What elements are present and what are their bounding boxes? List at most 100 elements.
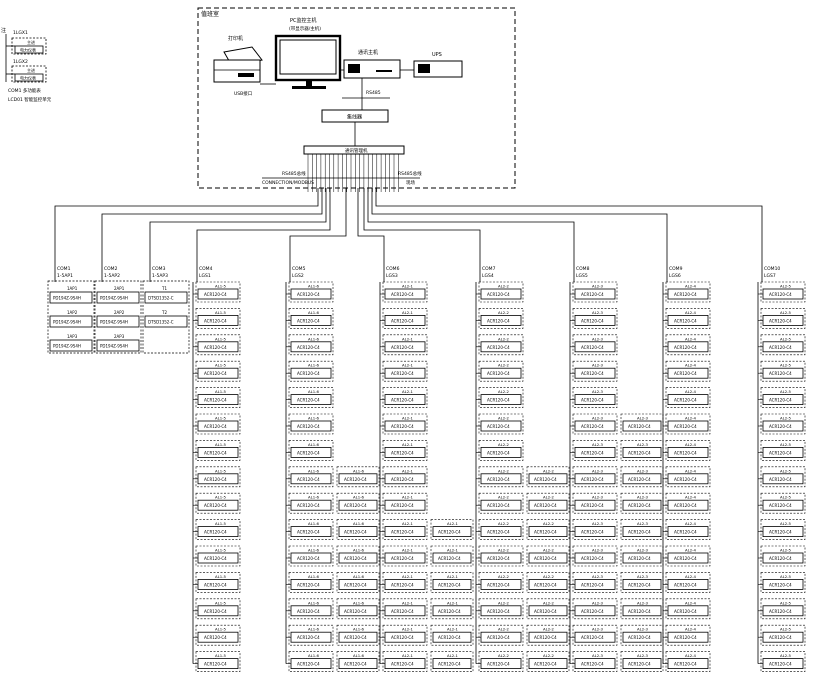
node-sub-label: AL2-2 (543, 600, 554, 605)
node-sub-label: AL2-5 (780, 363, 791, 368)
node-model: ACR120-C4 (581, 582, 604, 587)
node-sub-label: AL2-5 (780, 653, 791, 658)
meter-box (144, 291, 188, 304)
node-model: ACR120-C4 (769, 503, 792, 508)
node-sub-label: AL1-5 (215, 548, 226, 553)
node-model: ACR120-C4 (674, 292, 697, 297)
bus-route (357, 188, 385, 282)
node-model: ACR120-C4 (534, 662, 557, 667)
node-frame (288, 545, 334, 567)
node-sub-label: AL2-4 (685, 336, 696, 341)
node-frame (760, 598, 806, 620)
node-model: ACR120-C4 (204, 530, 227, 535)
node-model: ACR120-C4 (769, 398, 792, 403)
node-sub-label: AL2-4 (685, 495, 696, 500)
node-frame (572, 624, 618, 646)
node-frame (430, 545, 474, 567)
node-sub-label: AL2-3 (637, 548, 648, 553)
node-frame (195, 308, 241, 329)
node-frame (430, 598, 474, 620)
node-model: ACR120-C4 (581, 450, 604, 455)
pc-sub-label: (带显示器/主机) (289, 25, 321, 32)
node-frame (195, 624, 241, 646)
bus-route (371, 188, 668, 282)
bus-route (289, 188, 347, 282)
node-model: ACR120-C4 (391, 424, 414, 429)
node-sub-label: AL1-6 (308, 521, 319, 526)
node-frame (288, 334, 334, 356)
node-model: ACR120-C4 (204, 556, 227, 561)
column-head: LGS2 (292, 273, 304, 279)
node-frame (288, 308, 334, 329)
node-model: ACR120-C4 (297, 530, 320, 535)
node-frame (665, 308, 711, 329)
node-frame (665, 492, 711, 514)
node-sub-label: AL2-2 (498, 495, 509, 500)
node-frame (336, 466, 380, 488)
node-sub-label: AL1-6 (308, 468, 319, 473)
node-model: ACR120-C4 (534, 609, 557, 614)
node-sub-label: AL1-6 (308, 627, 319, 632)
node-model: ACR120-C4 (674, 503, 697, 508)
node-box (432, 631, 472, 643)
node-model: ACR120-C4 (769, 609, 792, 614)
node-sub-label: AL2-5 (780, 548, 791, 553)
converter-box (303, 145, 405, 155)
comm-host-icon (343, 59, 401, 79)
node-frame (526, 624, 570, 646)
meter-model: PD194Z-9S4H (100, 296, 128, 301)
node-model: ACR120-C4 (297, 292, 320, 297)
meter-tag: T2 (161, 310, 167, 315)
node-sub-label: AL1-6 (353, 574, 364, 579)
node-frame (760, 545, 806, 567)
node-sub-label: AL2-2 (498, 442, 509, 447)
node-frame (336, 519, 380, 540)
node-model: ACR120-C4 (581, 371, 604, 376)
node-sub-label: AL2-3 (592, 416, 603, 421)
node-box (338, 579, 378, 590)
bus-label: RS485 (366, 90, 381, 96)
node-model: ACR120-C4 (628, 662, 651, 667)
node-sub-label: AL2-5 (780, 627, 791, 632)
column-head: 1-5AP1 (57, 273, 73, 279)
bus-lines (54, 154, 763, 282)
node-frame (526, 492, 570, 514)
node-sub-label: AL2-3 (592, 310, 603, 315)
device-column: COM5LGS2AL1-6ACR120-C4AL1-6ACR120-C4AL1-… (285, 266, 380, 672)
node-frame (382, 598, 428, 620)
node-sub-label: AL1-6 (308, 495, 319, 500)
node-model: ACR120-C4 (297, 556, 320, 561)
column-head: LGS5 (576, 273, 588, 279)
node-sub-label: AL2-5 (780, 336, 791, 341)
node-sub-label: AL2-1 (402, 336, 413, 341)
node-sub-label: AL2-1 (447, 600, 458, 605)
legend-item-1: 1LGX1 (13, 30, 28, 36)
node-sub-label: AL1-6 (353, 468, 364, 473)
node-sub-label: AL2-2 (543, 521, 554, 526)
node-frame (665, 624, 711, 646)
node-frame (572, 519, 618, 540)
node-sub-label: AL2-4 (685, 442, 696, 447)
node-sub-label: AL2-2 (498, 627, 509, 632)
node-sub-label: AL2-4 (685, 574, 696, 579)
node-model: ACR120-C4 (438, 582, 461, 587)
node-sub-label: AL2-3 (637, 495, 648, 500)
node-frame (478, 624, 524, 646)
node-sub-label: AL2-2 (543, 574, 554, 579)
node-frame (572, 598, 618, 620)
node-sub-label: AL2-3 (592, 336, 603, 341)
node-model: ACR120-C4 (674, 477, 697, 482)
node-model: ACR120-C4 (487, 477, 510, 482)
node-model: ACR120-C4 (204, 424, 227, 429)
node-model: ACR120-C4 (674, 345, 697, 350)
node-model: ACR120-C4 (204, 450, 227, 455)
node-model: ACR120-C4 (769, 582, 792, 587)
node-sub-label: AL2-4 (685, 521, 696, 526)
legend-marker: 注 (1, 27, 6, 34)
node-model: ACR120-C4 (674, 635, 697, 640)
node-sub-label: AL2-1 (402, 548, 413, 553)
node-sub-label: AL1-6 (353, 495, 364, 500)
node-frame (336, 492, 380, 514)
node-frame (478, 308, 524, 329)
